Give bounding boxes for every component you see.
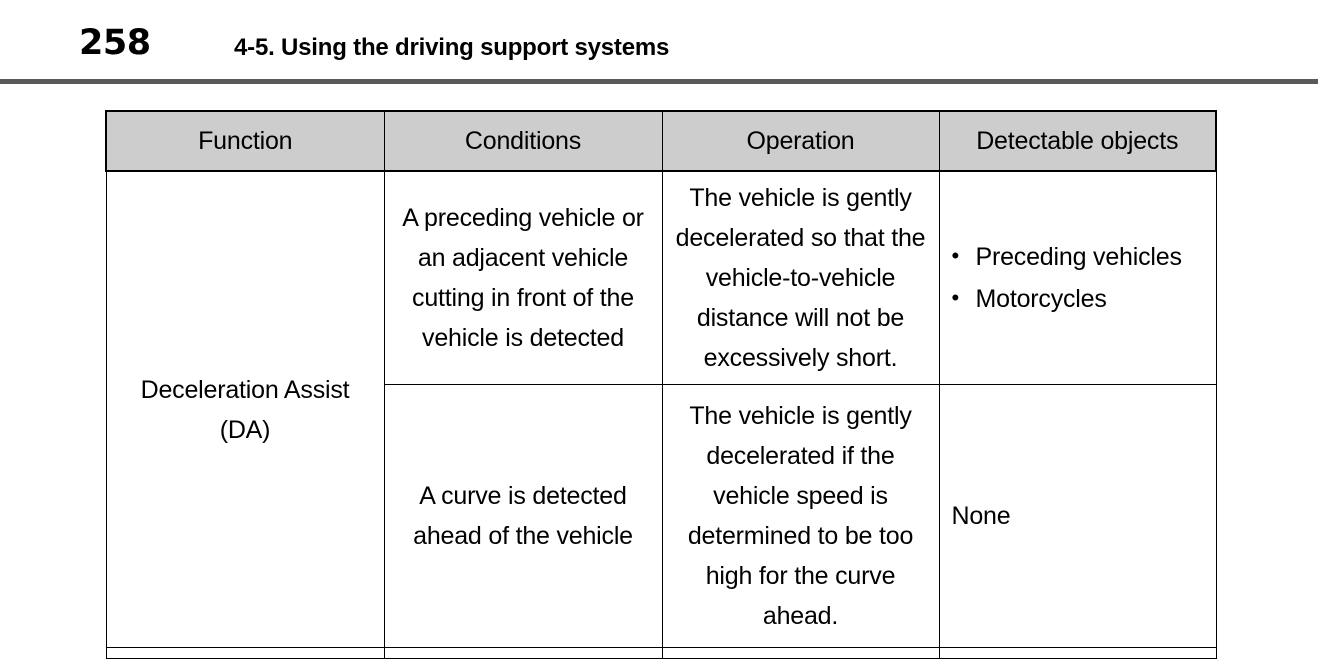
conditions-text-row-2: A curve is detected ahead of the vehicle [413,482,633,550]
operation-text-row-1: The vehicle is gently decelerated so tha… [675,184,926,372]
cell-detectable-objects-next-row [938,647,1217,659]
cell-conditions-row-1: A preceding vehicle or an adjacent vehic… [383,170,663,385]
cell-operation-next-row [661,647,940,659]
cell-operation-row-1: The vehicle is gently decelerated so tha… [661,170,940,385]
cell-function-deceleration-assist: Deceleration Assist (DA) [105,170,385,648]
list-item: Motorcycles [950,277,1216,320]
cell-detectable-objects-row-1: Preceding vehicles Motorcycles [938,170,1217,385]
list-item: Preceding vehicles [950,235,1216,278]
cell-detectable-objects-row-2: None [938,384,1217,648]
column-header-operation: Operation [661,110,940,172]
cell-conditions-next-row [383,647,663,659]
running-head: 258 4-5. Using the driving support syste… [0,0,1318,84]
header-divider-rule [0,79,1318,84]
detectable-objects-list-row-1: Preceding vehicles Motorcycles [940,235,1216,320]
section-title: 4-5. Using the driving support systems [234,34,670,61]
detectable-objects-text-row-2: None [951,502,1011,530]
table-row: A curve is detected ahead of the vehicle… [106,384,1217,648]
table-row: Deceleration Assist (DA) A preceding veh… [105,170,1217,648]
driving-support-systems-table: Function Conditions Operation Detectable… [105,110,1217,659]
page-number: 258 [79,23,151,63]
cell-conditions-row-2: A curve is detected ahead of the vehicle [383,384,663,648]
column-header-detectable-objects: Detectable objects [938,110,1217,172]
cell-operation-row-2: The vehicle is gently decelerated if the… [661,384,940,648]
function-name-line-1: Deceleration Assist [140,375,350,404]
table-header-row: Function Conditions Operation Detectable… [105,110,1217,172]
column-header-conditions: Conditions [383,110,663,172]
table-row-partial-cut-off [105,647,1217,659]
cell-function-next-row [105,647,385,659]
column-header-function: Function [105,110,385,172]
function-abbreviation: (DA) [219,415,271,444]
operation-text-row-2: The vehicle is gently decelerated if the… [687,402,914,630]
conditions-text-row-1: A preceding vehicle or an adjacent vehic… [402,204,644,352]
